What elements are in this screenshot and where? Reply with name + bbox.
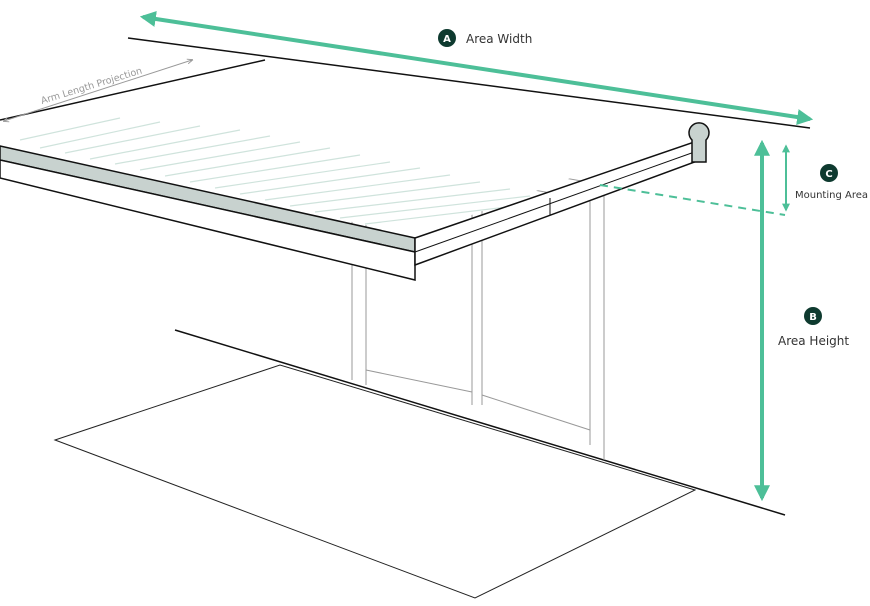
front-bar <box>0 159 416 281</box>
area-height-label: Area Height <box>778 334 849 348</box>
area-width-label: Area Width <box>466 32 532 46</box>
roller-cassette <box>688 122 710 163</box>
badge-c <box>820 164 838 182</box>
floor-area <box>53 364 697 599</box>
awning <box>0 59 710 281</box>
wall-base-line <box>174 329 786 516</box>
svg-text:C: C <box>825 169 832 180</box>
mounting-area-label: Mounting Area <box>795 190 868 201</box>
svg-text:B: B <box>809 312 817 323</box>
badge-b <box>804 307 822 325</box>
mounting-dashed-line <box>599 184 786 216</box>
area-width-arrow <box>139 11 814 125</box>
badge-a <box>438 29 456 47</box>
svg-text:A: A <box>443 34 451 45</box>
